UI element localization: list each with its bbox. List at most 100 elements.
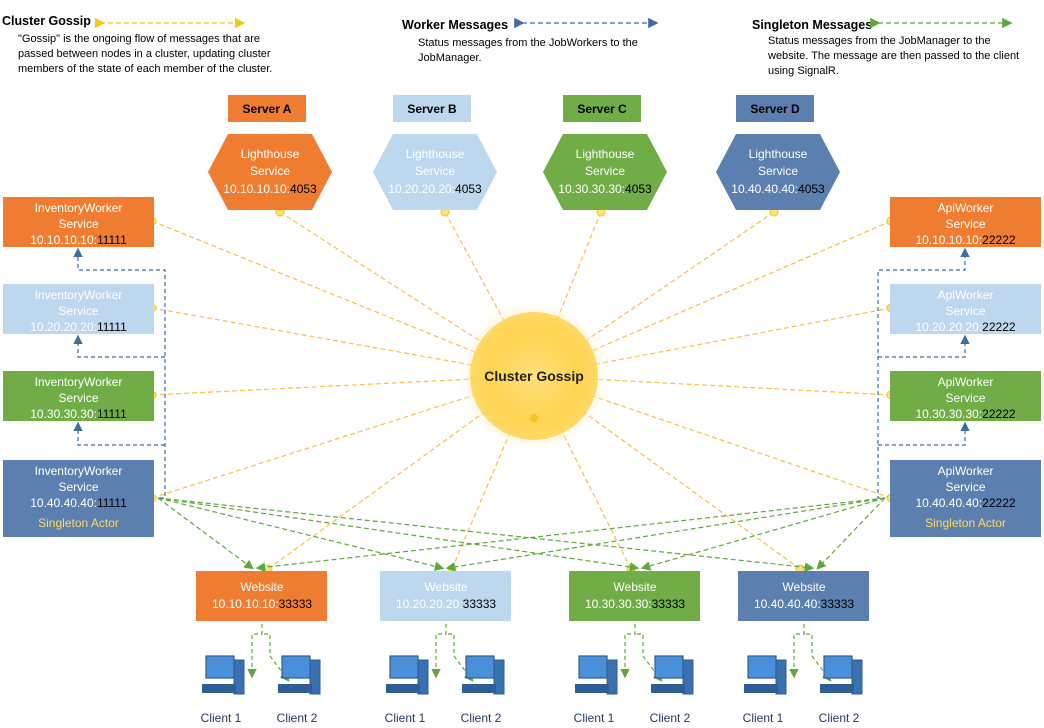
legend-worker-line: JobManager. [418,52,482,64]
tower-case [775,659,787,695]
client-message-line [431,624,447,679]
singleton-message-lines [157,497,886,682]
website-box [738,571,869,621]
address-text: 10.40.40.40:33333 [754,597,854,611]
monitor-screen [389,655,419,679]
worker-box [3,197,154,247]
worker-box [3,460,154,537]
ip-address: 10.40.40.40: [754,597,821,611]
ip-address: 10.30.30.30: [585,597,652,611]
monitor-screen [747,655,777,679]
computer-icon: Client 1 [743,655,787,725]
port-number: 33333 [821,597,855,611]
singleton-message-line [157,497,445,571]
address-text: 10.30.30.30:22222 [915,407,1015,421]
server-c: Server CLighthouseService10.30.30.30:405… [543,95,667,210]
worker-title: Service [945,217,985,231]
worker-title: Service [945,391,985,405]
worker-title: InventoryWorker [35,464,123,478]
inventory-worker-4: InventoryWorkerService10.40.40.40:11111S… [3,460,154,537]
lighthouse-title: Service [585,164,625,178]
keyboard [575,684,609,693]
ip-address: 10.20.20.20: [915,320,982,334]
port-number: 33333 [279,597,313,611]
address-text: 10.30.30.30:11111 [30,407,127,421]
monitor-screen [823,655,853,679]
port-number: 4053 [290,182,317,196]
singleton-message-line [157,497,254,570]
lighthouse-hexagon [716,134,840,210]
worker-box [3,284,154,334]
website-box [196,571,327,621]
legend-gossip-line: members of the state of each member of t… [18,63,272,75]
server-label: Server C [577,102,627,116]
ip-address: 10.40.40.40: [731,182,798,196]
worker-title: Service [945,480,985,494]
keyboard [462,684,496,693]
worker-title: InventoryWorker [35,375,123,389]
address-text: 10.10.10.10:22222 [915,233,1015,247]
singleton-message-line [816,497,886,570]
client-label: Client 2 [277,711,318,725]
tower-case [851,659,863,695]
worker-message-arrow [73,334,165,358]
monitor-screen [281,655,311,679]
ip-address: 10.30.30.30: [558,182,625,196]
address-text: 10.10.10.10:11111 [30,233,127,247]
worker-title: InventoryWorker [35,201,123,215]
worker-title: Service [58,391,98,405]
port-number: 33333 [463,597,497,611]
computer-icon: Client 2 [277,655,321,725]
port-number: 11111 [97,320,127,334]
keyboard [202,684,236,693]
client-label: Client 2 [461,711,502,725]
client-message-line [247,624,263,679]
tower-case [417,659,429,695]
lighthouse-title: Service [415,164,455,178]
server-label-box [393,95,471,122]
server-b: Server BLighthouseService10.20.20.20:405… [373,95,497,210]
computer-icon: Client 1 [574,655,618,725]
address-text: 10.20.20.20:11111 [30,320,127,334]
monitor-screen [205,655,235,679]
ip-address: 10.20.20.20: [30,320,97,334]
computer-icon: Client 1 [385,655,429,725]
ip-address: 10.10.10.10: [915,233,982,247]
address-text: 10.40.40.40:11111 [30,496,127,510]
lighthouse-hexagon [543,134,667,210]
website-title: Website [240,580,283,594]
worker-title: ApiWorker [938,464,994,478]
server-label: Server A [243,102,292,116]
legend-gossip-line: "Gossip" is the ongoing flow of messages… [18,33,260,45]
worker-message-arrow [877,247,970,499]
cluster-gossip-hub: Cluster Gossip [456,298,612,454]
client-message-line [806,633,832,682]
lighthouse-title: Lighthouse [241,147,300,161]
keyboard [744,684,778,693]
lighthouse-hexagon [373,134,497,210]
ip-address: 10.10.10.10: [30,233,97,247]
legend-worker-messages: Worker Messages Status messages from the… [402,17,659,64]
port-number: 4053 [798,182,825,196]
ip-address: 10.40.40.40: [30,496,97,510]
monitor-screen [578,655,608,679]
server-label-box [563,95,641,122]
worker-title: InventoryWorker [35,288,123,302]
client-message-line [620,624,636,679]
legend-cluster-gossip: Cluster Gossip "Gossip" is the ongoing f… [2,14,272,75]
website-title: Website [424,580,467,594]
api-worker-4: ApiWorkerService10.40.40.40:22222Singlet… [890,460,1041,537]
legend-gossip-title: Cluster Gossip [2,14,91,28]
worker-box [890,284,1041,334]
legend-singleton-line: using SignalR. [768,65,839,77]
legend-worker-line: Status messages from the JobWorkers to t… [418,37,638,49]
lighthouse-title: Service [758,164,798,178]
legend-singleton-title: Singleton Messages [752,18,872,32]
gossip-line [533,307,892,377]
server-label-box [228,95,306,122]
